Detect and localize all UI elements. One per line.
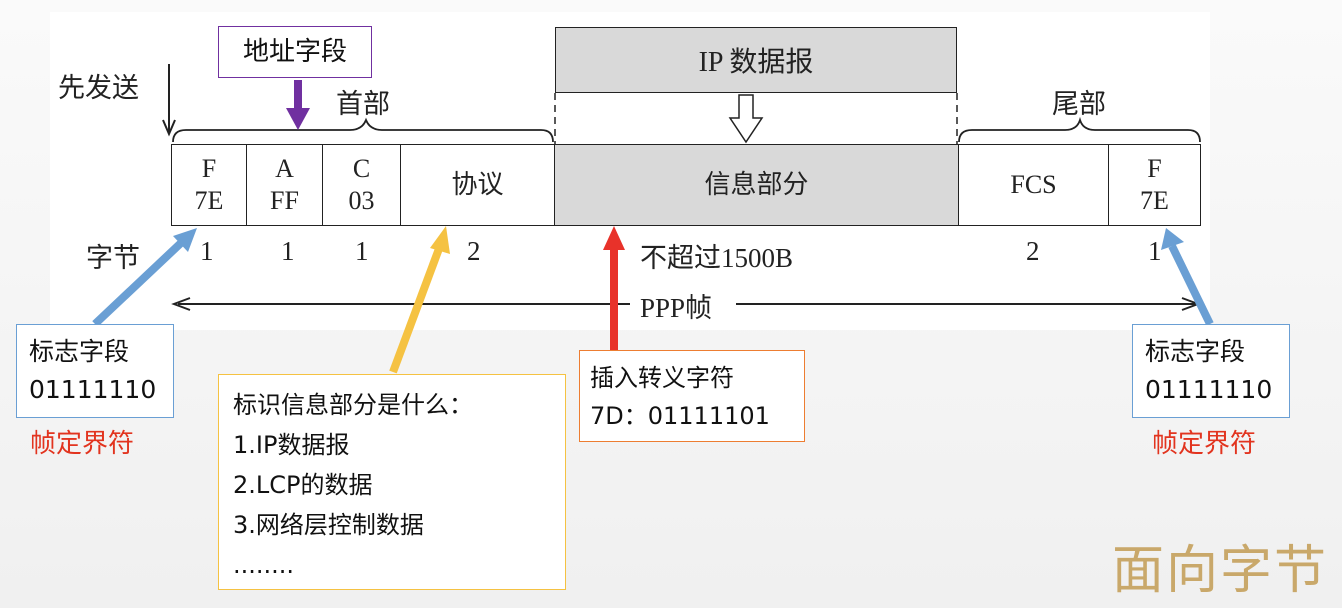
header-brace xyxy=(172,117,554,143)
protocol-info-item: 3.网络层控制数据 xyxy=(233,511,424,539)
byte-count-address: 1 xyxy=(281,236,295,266)
blue-arrow-right xyxy=(1161,228,1184,250)
yellow-arrow xyxy=(430,226,450,254)
header-label: 首部 xyxy=(336,89,390,119)
frame-delimiter-left: 帧定界符 xyxy=(30,429,135,459)
byte-count-control: 1 xyxy=(355,236,369,266)
field-flag-start-bottom: 7E xyxy=(194,186,224,215)
field-fcs-label: FCS xyxy=(1010,170,1057,199)
ppp-frame-label: PPP帧 xyxy=(640,293,713,323)
field-protocol: 协议 xyxy=(401,144,555,226)
field-flag-end: F 7E xyxy=(1109,144,1201,226)
protocol-info-title: 标识信息部分是什么： xyxy=(233,391,473,419)
flag-left-line2: 01111110 xyxy=(29,375,157,404)
red-arrow xyxy=(603,226,625,250)
first-sent-label: 先发送 xyxy=(58,73,139,103)
field-fcs: FCS xyxy=(959,144,1109,226)
field-information-label: 信息部分 xyxy=(704,170,809,199)
address-field-label: 地址字段 xyxy=(242,37,347,67)
field-information: 信息部分 xyxy=(555,144,959,226)
field-flag-start-top: F xyxy=(201,154,217,183)
field-control-top: C xyxy=(352,154,371,183)
purple-arrow xyxy=(286,108,310,130)
byte-count-fcs: 2 xyxy=(1026,236,1040,266)
field-flag-end-bottom: 7E xyxy=(1140,186,1169,215)
hollow-down-arrow xyxy=(728,94,764,144)
field-address-bottom: FF xyxy=(270,186,299,215)
protocol-info-item: 2.LCP的数据 xyxy=(233,471,373,499)
bytes-label: 字节 xyxy=(86,243,140,273)
protocol-info-item: 1.IP数据报 xyxy=(233,431,350,459)
ip-datagram-box: IP 数据报 xyxy=(555,27,957,93)
flag-callout-right: 标志字段 01111110 xyxy=(1132,324,1290,418)
byte-count-flag-start: 1 xyxy=(200,236,214,266)
tail-brace xyxy=(958,116,1201,143)
field-address: A FF xyxy=(247,144,323,226)
field-flag-start: F 7E xyxy=(171,144,247,226)
escape-callout: 插入转义字符 7D：01111101 xyxy=(579,350,805,442)
address-field-callout: 地址字段 xyxy=(218,26,372,78)
escape-line1: 插入转义字符 xyxy=(590,364,734,392)
blue-arrow-left xyxy=(173,228,197,252)
flag-callout-left: 标志字段 01111110 xyxy=(16,324,174,418)
field-control-bottom: 03 xyxy=(348,186,375,215)
flag-right-line1: 标志字段 xyxy=(1145,337,1246,366)
protocol-info-callout: 标识信息部分是什么： 1.IP数据报 2.LCP的数据 3.网络层控制数据 ..… xyxy=(218,374,566,590)
byte-count-flag-end: 1 xyxy=(1148,236,1162,266)
field-flag-end-top: F xyxy=(1147,154,1162,183)
byte-count-information: 不超过1500B xyxy=(640,243,794,273)
field-protocol-label: 协议 xyxy=(451,170,504,199)
protocol-info-item: ........ xyxy=(233,551,295,579)
flag-right-line2: 01111110 xyxy=(1145,375,1273,404)
tail-label: 尾部 xyxy=(1052,89,1106,119)
escape-line2: 7D：01111101 xyxy=(590,402,770,430)
byte-count-protocol: 2 xyxy=(467,236,481,266)
ip-datagram-label: IP 数据报 xyxy=(698,47,814,78)
watermark-text: 面向字节 xyxy=(1111,541,1328,601)
field-control: C 03 xyxy=(323,144,401,226)
field-address-top: A xyxy=(275,154,294,183)
frame-delimiter-right: 帧定界符 xyxy=(1152,429,1257,459)
flag-left-line1: 标志字段 xyxy=(29,337,130,366)
